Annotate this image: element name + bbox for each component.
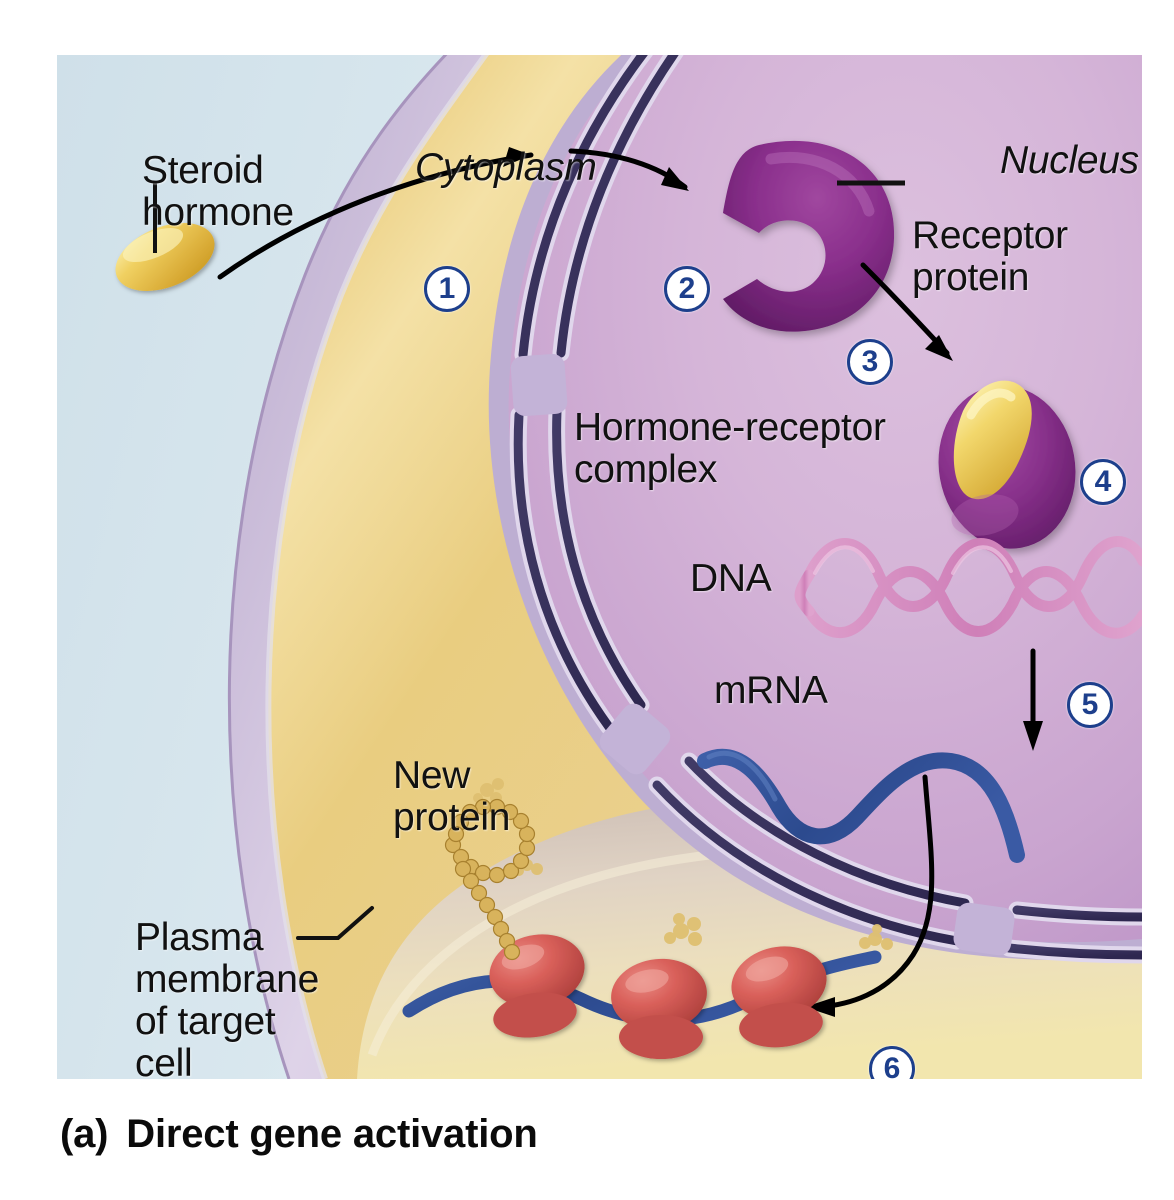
arrow-step-5 xyxy=(1023,648,1043,751)
step-circle-4: 4 xyxy=(1080,459,1126,505)
cytoplasm-inner-highlight xyxy=(265,55,490,1079)
step-circle-2: 2 xyxy=(664,266,710,312)
label-plasma-membrane: Plasma membrane of target cell xyxy=(135,916,320,1079)
plasma-membrane-outer-edge xyxy=(227,55,448,1079)
plasma-membrane-leader-line xyxy=(296,906,374,940)
label-dna: DNA xyxy=(690,557,772,600)
hormone-receptor-complex-shape xyxy=(938,380,1076,549)
free-ribosome-clusters xyxy=(473,778,893,1024)
ribosome xyxy=(611,958,707,1059)
caption-text: Direct gene activation xyxy=(126,1112,538,1156)
figure-caption: (a) Direct gene activation xyxy=(60,1112,538,1157)
dna-double-helix xyxy=(794,536,1142,639)
step-circle-6: 6 xyxy=(869,1046,915,1079)
label-steroid-hormone: Steroid hormone xyxy=(142,149,294,235)
arrow-step-3 xyxy=(860,262,953,361)
arrow-step-6 xyxy=(805,774,935,1017)
receptor-protein-shape xyxy=(723,140,895,332)
caption-marker: (a) xyxy=(60,1112,109,1156)
label-new-protein: New protein xyxy=(393,754,511,840)
new-protein-chain xyxy=(444,798,536,961)
illustration-panel: Steroid hormone Cytoplasm Nucleus Recept… xyxy=(57,55,1142,1079)
arrow-step-2 xyxy=(568,148,689,191)
nuclear-envelope-membrane xyxy=(509,55,1142,964)
diagram-content xyxy=(57,55,1142,1079)
label-mrna: mRNA xyxy=(714,669,828,712)
label-cytoplasm: Cytoplasm xyxy=(415,146,597,189)
step-circle-3: 3 xyxy=(847,339,893,385)
nuclear-pores xyxy=(510,353,1015,956)
step-circle-5: 5 xyxy=(1067,682,1113,728)
mrna-strand-nucleus xyxy=(697,748,1025,863)
cell-diagram-svg xyxy=(57,55,1142,1079)
ribosome xyxy=(731,946,827,1048)
label-nucleus: Nucleus xyxy=(1000,139,1139,182)
dna-highlight xyxy=(813,545,1013,575)
step-circle-1: 1 xyxy=(424,266,470,312)
label-hormone-receptor-complex: Hormone-receptor complex xyxy=(574,406,886,492)
label-receptor-protein: Receptor protein xyxy=(912,214,1068,300)
arrow-step-1 xyxy=(217,147,534,280)
